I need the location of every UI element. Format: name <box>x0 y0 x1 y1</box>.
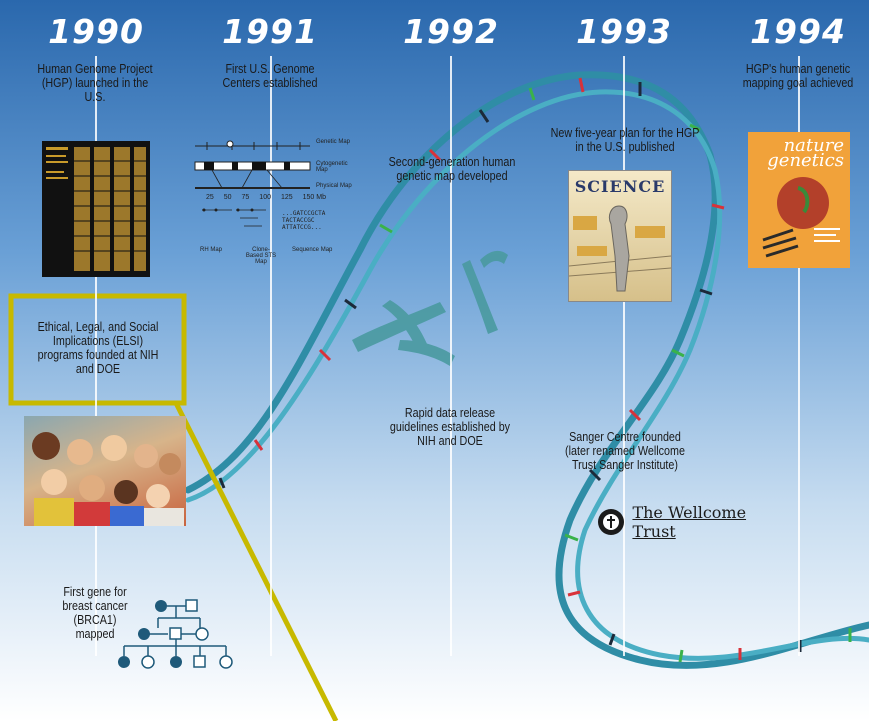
year-1990: 1990 <box>26 12 166 51</box>
nature-cover-art <box>748 168 850 264</box>
brca1-pedigree-diagram <box>112 594 242 674</box>
science-cover-title: SCIENCE <box>569 177 671 196</box>
scale-tick: 125 <box>281 194 293 201</box>
nature-genetics-cover-image: nature genetics <box>748 132 850 268</box>
genome-map-diagram: Genetic Map Cytogenetic Map Physical Map… <box>192 138 352 258</box>
year-1994: 1994 <box>728 12 868 51</box>
year-1992: 1992 <box>381 12 521 51</box>
wellcome-trust-text: The Wellcome Trust <box>632 503 786 541</box>
label-genetic-map: Genetic Map <box>316 139 350 145</box>
scale-tick: 25 <box>206 194 214 201</box>
caption-genome-centers: First U.S. Genome Centers established <box>218 62 321 90</box>
label-cytogenetic-map: Cytogenetic Map <box>316 161 352 173</box>
label-clone-based-sts-map: Clone-Based STS Map <box>244 247 278 265</box>
caption-mapping-goal: HGP's human genetic mapping goal achieve… <box>740 62 857 90</box>
label-physical-map: Physical Map <box>316 183 352 189</box>
children-photo <box>24 416 186 526</box>
scale-tick: 50 <box>224 194 232 201</box>
scale-tick: 100 <box>259 194 271 201</box>
science-cover-art <box>569 196 671 296</box>
hgp-document-image <box>42 141 150 277</box>
caption-five-year-plan: New five-year plan for the HGP in the U.… <box>548 126 703 154</box>
label-sequence-map: Sequence Map <box>292 247 332 253</box>
scale-ticks: 25 50 75 100 125 150 Mb <box>206 194 326 201</box>
caption-second-gen-map: Second-generation human genetic map deve… <box>383 155 521 183</box>
document-columns-illustration <box>42 141 150 277</box>
year-1993: 1993 <box>554 12 694 51</box>
year-line-1992 <box>450 56 452 656</box>
year-1991: 1991 <box>200 12 340 51</box>
label-rh-map: RH Map <box>200 247 222 253</box>
caption-sanger: Sanger Centre founded (later renamed Wel… <box>556 430 694 472</box>
wellcome-trust-logo: The Wellcome Trust <box>596 504 786 540</box>
wellcome-seal-icon <box>596 507 624 537</box>
caption-hgp-launch: Human Genome Project (HGP) launched in t… <box>35 62 155 104</box>
nature-cover-title: nature genetics <box>748 132 850 168</box>
scale-tick: 75 <box>242 194 250 201</box>
sequence-text: ...GATCCGCTA TACTACCGC ATTATCCG... <box>282 210 325 231</box>
caption-data-release: Rapid data release guidelines establishe… <box>390 406 510 448</box>
children-photo-illustration <box>24 416 186 526</box>
scale-tick: 150 Mb <box>303 194 326 201</box>
caption-elsi: Ethical, Legal, and Social Implications … <box>29 320 167 376</box>
science-cover-image: SCIENCE <box>568 170 672 302</box>
